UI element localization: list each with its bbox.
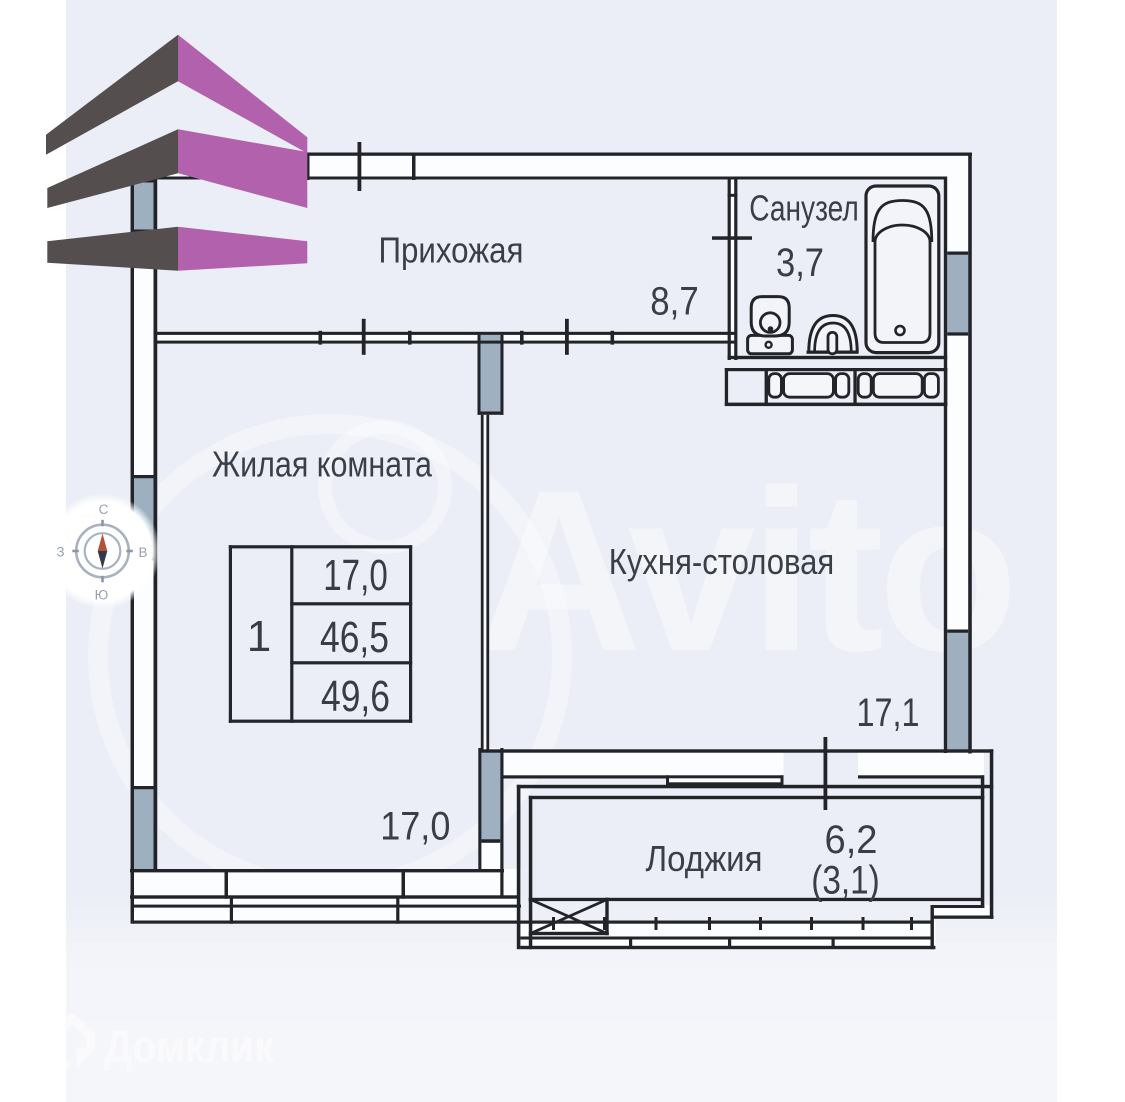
svg-text:Лоджия: Лоджия — [646, 838, 763, 879]
svg-text:Кухня-столовая: Кухня-столовая — [609, 541, 835, 582]
svg-text:49,6: 49,6 — [321, 672, 390, 721]
svg-text:Санузел: Санузел — [749, 188, 859, 229]
svg-text:(3,1): (3,1) — [811, 859, 880, 903]
svg-text:17,0: 17,0 — [380, 805, 450, 849]
svg-text:46,5: 46,5 — [320, 613, 389, 662]
svg-text:Жилая комната: Жилая комната — [212, 444, 433, 485]
svg-text:1: 1 — [247, 612, 271, 661]
svg-text:8,7: 8,7 — [650, 280, 698, 324]
svg-text:Avito: Avito — [476, 442, 1012, 699]
svg-text:6,2: 6,2 — [825, 818, 878, 862]
svg-text:3,7: 3,7 — [776, 241, 824, 285]
svg-text:17,0: 17,0 — [323, 551, 388, 600]
svg-text:Прихожая: Прихожая — [379, 230, 524, 271]
svg-text:В: В — [138, 545, 147, 560]
svg-text:17,1: 17,1 — [857, 691, 920, 735]
svg-text:Домклик: Домклик — [104, 1021, 274, 1072]
svg-text:Ю: Ю — [95, 588, 109, 603]
svg-text:С: С — [99, 502, 109, 517]
svg-text:З: З — [56, 545, 64, 560]
